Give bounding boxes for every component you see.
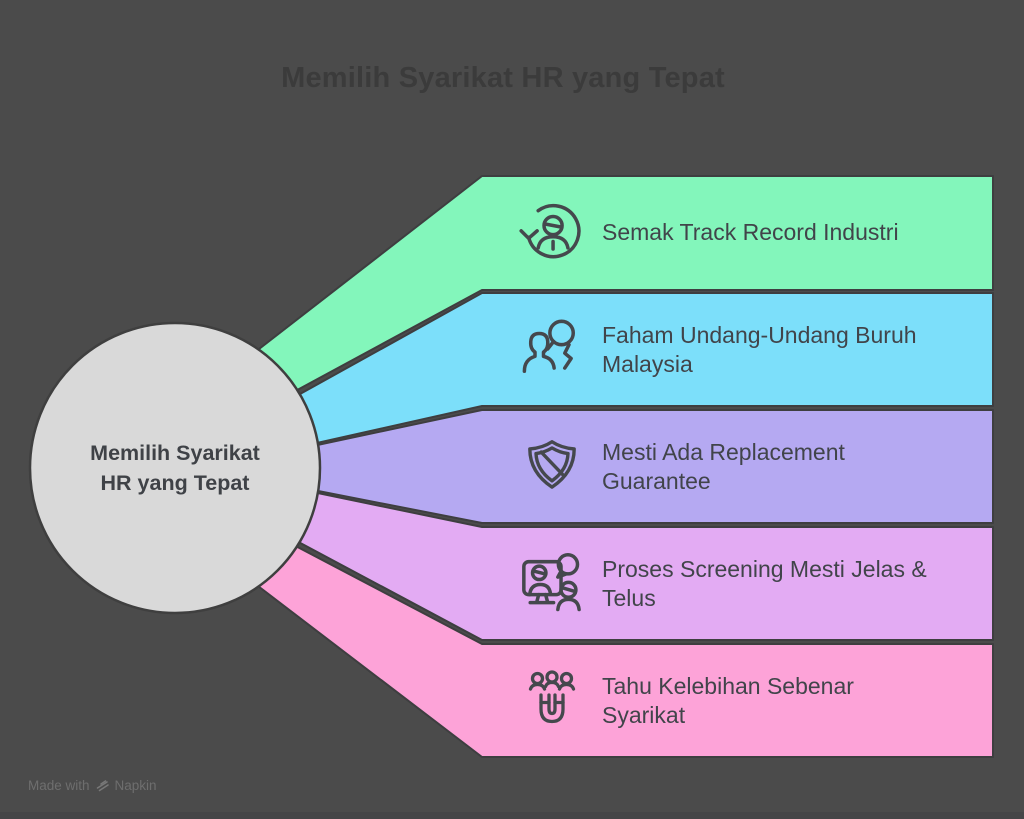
band-row-track-record: Semak Track Record Industri	[514, 176, 984, 290]
hub-title: Memilih Syarikat HR yang Tepat	[90, 441, 260, 495]
band-label: Proses Screening Mesti Jelas & Telus	[602, 555, 927, 612]
napkin-logo-icon	[96, 780, 109, 792]
band-label: Faham Undang-Undang Buruh Malaysia	[602, 321, 917, 378]
napkin-brand-text: Napkin	[114, 778, 157, 793]
video-screening-icon	[514, 546, 590, 622]
made-with-napkin: Made with Napkin	[28, 778, 157, 793]
band-label: Tahu Kelebihan Sebenar Syarikat	[602, 672, 854, 729]
bottom-edge	[0, 812, 1024, 819]
band-label: Mesti Ada Replacement Guarantee	[602, 438, 845, 495]
band-row-company-advantages: Tahu Kelebihan Sebenar Syarikat	[514, 644, 984, 758]
magnet-people-icon	[514, 663, 590, 739]
made-with-text: Made with	[28, 778, 90, 793]
band-label: Semak Track Record Industri	[602, 219, 899, 246]
band-row-replacement-guarantee: Mesti Ada Replacement Guarantee	[514, 410, 984, 524]
band-row-screening-process: Proses Screening Mesti Jelas & Telus	[514, 527, 984, 641]
shield-slash-icon	[514, 429, 590, 505]
page-title: Memilih Syarikat HR yang Tepat	[281, 62, 725, 94]
band-row-labour-law: Faham Undang-Undang Buruh Malaysia	[514, 293, 984, 407]
user-search-icon	[514, 312, 590, 388]
hub-circle	[28, 321, 322, 615]
user-history-icon	[514, 195, 590, 271]
